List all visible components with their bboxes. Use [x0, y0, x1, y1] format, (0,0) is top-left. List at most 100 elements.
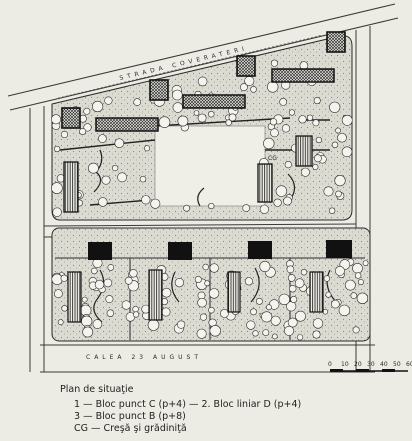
tree-canopy [331, 299, 340, 309]
tree-canopy [344, 279, 356, 291]
tree-canopy [193, 110, 200, 116]
tree-canopy [204, 280, 211, 287]
tree-canopy [220, 308, 229, 318]
tree-canopy [362, 260, 369, 266]
tree-canopy [81, 315, 93, 327]
building-linear-d [271, 68, 335, 83]
tree-canopy [334, 175, 346, 187]
building-point-b [61, 107, 81, 129]
tree-canopy [271, 333, 278, 340]
tree-canopy [287, 317, 298, 328]
scale-tick-label: 50 [393, 361, 401, 368]
site-plan-map: STRADA COVERATERI [7, 3, 412, 373]
tree-canopy [81, 296, 88, 303]
tree-canopy [208, 202, 215, 210]
building-linear-d [95, 117, 159, 132]
building-point-c [326, 240, 352, 258]
tree-canopy [250, 86, 257, 93]
building-point-b [149, 79, 169, 101]
tree-canopy [209, 263, 219, 273]
tree-canopy [50, 114, 61, 125]
tree-canopy [242, 204, 250, 212]
tree-canopy [91, 267, 98, 275]
building-linear-d [148, 269, 163, 321]
building-linear-d [67, 271, 82, 323]
tree-canopy [208, 306, 215, 314]
tree-canopy [112, 165, 119, 172]
tree-canopy [92, 319, 103, 329]
bottom-block [51, 227, 371, 342]
tree-canopy [270, 315, 281, 326]
tree-canopy [289, 285, 297, 293]
tree-canopy [177, 115, 189, 127]
tree-canopy [104, 96, 113, 105]
tree-canopy [255, 297, 263, 305]
tree-canopy [265, 304, 272, 311]
tree-canopy [60, 130, 69, 139]
tree-canopy [91, 100, 104, 113]
tree-canopy [338, 304, 351, 317]
tree-canopy [194, 275, 202, 283]
tree-canopy [263, 137, 275, 150]
tree-canopy [60, 274, 68, 282]
tree-canopy [270, 59, 279, 67]
building-linear-d [63, 161, 79, 213]
tree-canopy [352, 262, 363, 274]
buildings-top: CG [61, 31, 346, 213]
building-point-c [248, 241, 272, 259]
tree-canopy [290, 295, 298, 303]
tree-canopy [283, 196, 292, 206]
tree-canopy [105, 295, 114, 304]
building-point-b [236, 55, 256, 77]
tree-canopy [107, 264, 115, 271]
tree-canopy [208, 288, 220, 299]
tree-canopy [306, 114, 314, 121]
building-creche-kindergarten [295, 135, 313, 167]
scale-tick-label: 10 [341, 361, 349, 368]
tree-canopy [325, 291, 332, 298]
tree-canopy [335, 190, 342, 198]
tree-canopy [279, 98, 288, 106]
tree-canopy [300, 269, 308, 276]
building-linear-d [227, 271, 241, 313]
tree-canopy [312, 330, 321, 339]
tree-canopy [244, 76, 255, 87]
tree-canopy [297, 334, 304, 341]
tree-canopy [82, 326, 94, 338]
tree-canopy [312, 164, 319, 171]
tree-canopy [329, 101, 341, 113]
legend-line-3: CG — Creşă şi grădiniţă [74, 423, 187, 434]
tree-canopy [197, 297, 207, 308]
tree-canopy [197, 113, 207, 123]
tree-canopy [323, 186, 334, 197]
tree-canopy [354, 272, 362, 279]
scale-tick-label: 0 [328, 361, 332, 368]
tree-canopy [158, 116, 171, 128]
tree-canopy [147, 319, 160, 331]
tree-canopy [61, 305, 68, 312]
tree-canopy [225, 119, 232, 126]
tree-canopy [199, 313, 208, 321]
tree-canopy [273, 198, 282, 207]
tree-canopy [132, 305, 139, 313]
scale-tick-label: 60 [406, 361, 412, 368]
tree-canopy [275, 185, 288, 197]
cg-label: CG [268, 155, 277, 162]
tree-canopy [129, 269, 138, 278]
scale-tick-label: 40 [380, 361, 388, 368]
tree-canopy [356, 292, 369, 304]
central-courtyard [154, 125, 266, 207]
tree-canopy [239, 83, 248, 92]
tree-canopy [174, 278, 184, 288]
tree-canopy [54, 289, 63, 299]
tree-canopy [79, 128, 87, 136]
tree-canopy [121, 300, 131, 310]
tree-canopy [270, 128, 279, 138]
tree-canopy [57, 319, 64, 326]
building-linear-d [182, 94, 246, 109]
tree-canopy [269, 118, 278, 126]
legend-title: Plan de situaţie [60, 384, 134, 395]
tree-canopy [350, 292, 358, 299]
